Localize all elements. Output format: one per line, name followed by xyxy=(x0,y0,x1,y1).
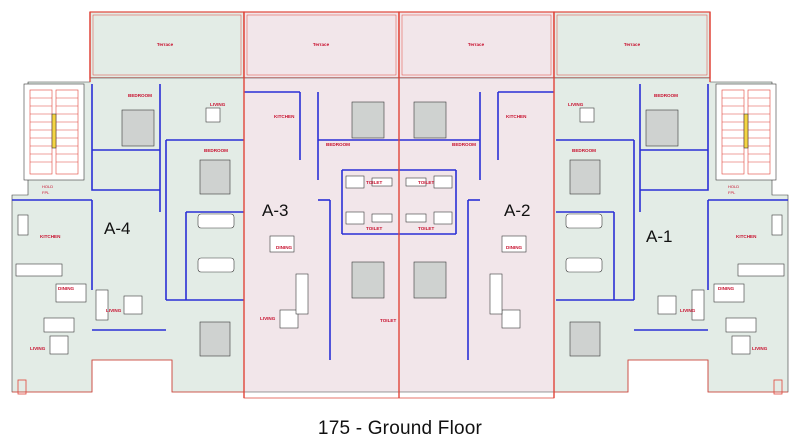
unit-label-a2: A-2 xyxy=(504,201,530,220)
label-living-a1-2: LIVING xyxy=(752,346,768,351)
furniture xyxy=(15,107,785,355)
label-toilet-a3-3: TOILET xyxy=(380,318,396,323)
terrace-a4 xyxy=(89,11,245,79)
label-toilet-a3-2: TOILET xyxy=(366,226,382,231)
label-kitchen-a4: KITCHEN xyxy=(40,234,61,239)
label-fpl-a4: FPL xyxy=(42,190,50,195)
beds xyxy=(121,101,679,357)
stair-left xyxy=(23,83,85,181)
label-terrace-a1: Terrace xyxy=(624,42,641,47)
label-bedroom-a4-1: BEDROOM xyxy=(128,93,152,98)
internal-walls xyxy=(12,84,788,360)
label-kitchen-a2: KITCHEN xyxy=(506,114,527,119)
label-terrace-a4: Terrace xyxy=(157,42,174,47)
label-dining-a2: DINING xyxy=(506,245,523,250)
label-living-a1-top: LIVING xyxy=(568,102,584,107)
label-hold-a1: HOLD xyxy=(728,184,739,189)
bathrooms xyxy=(197,175,603,273)
label-hold-a4: HOLD xyxy=(42,184,53,189)
label-living-a4-2: LIVING xyxy=(30,346,46,351)
terrace-a1 xyxy=(553,11,711,79)
label-dining-a4: DINING xyxy=(58,286,75,291)
stair-right xyxy=(715,83,777,181)
label-bedroom-a1-1: BEDROOM xyxy=(654,93,678,98)
party-walls xyxy=(89,12,711,398)
label-bedroom-a3: BEDROOM xyxy=(326,142,350,147)
label-living-a1: LIVING xyxy=(680,308,696,313)
label-terrace-a3: Terrace xyxy=(313,42,330,47)
label-toilet-a2-1: TOILET xyxy=(418,180,434,185)
label-living-a3: LIVING xyxy=(260,316,276,321)
label-bedroom-a2: BEDROOM xyxy=(452,142,476,147)
plan-caption: 175 - Ground Floor xyxy=(317,418,483,439)
label-terrace-a2: Terrace xyxy=(468,42,485,47)
label-living-a4-top: LIVING xyxy=(210,102,226,107)
label-kitchen-a3: KITCHEN xyxy=(274,114,295,119)
label-dining-a3: DINING xyxy=(276,245,293,250)
unit-label-a4: A-4 xyxy=(104,219,130,238)
label-toilet-a3-1: TOILET xyxy=(366,180,382,185)
label-bedroom-a4-2: BEDROOM xyxy=(204,148,228,153)
terrace-a3 xyxy=(243,11,400,79)
unit-label-a1: A-1 xyxy=(646,227,672,246)
label-living-a4: LIVING xyxy=(106,308,122,313)
unit-label-a3: A-3 xyxy=(262,201,288,220)
label-dining-a1: DINING xyxy=(718,286,735,291)
label-toilet-a2-2: TOILET xyxy=(418,226,434,231)
terrace-a2 xyxy=(398,11,555,79)
label-kitchen-a1: KITCHEN xyxy=(736,234,757,239)
label-fpl-a1: FPL xyxy=(728,190,736,195)
label-bedroom-a1-2: BEDROOM xyxy=(572,148,596,153)
outer-walls xyxy=(12,359,788,399)
